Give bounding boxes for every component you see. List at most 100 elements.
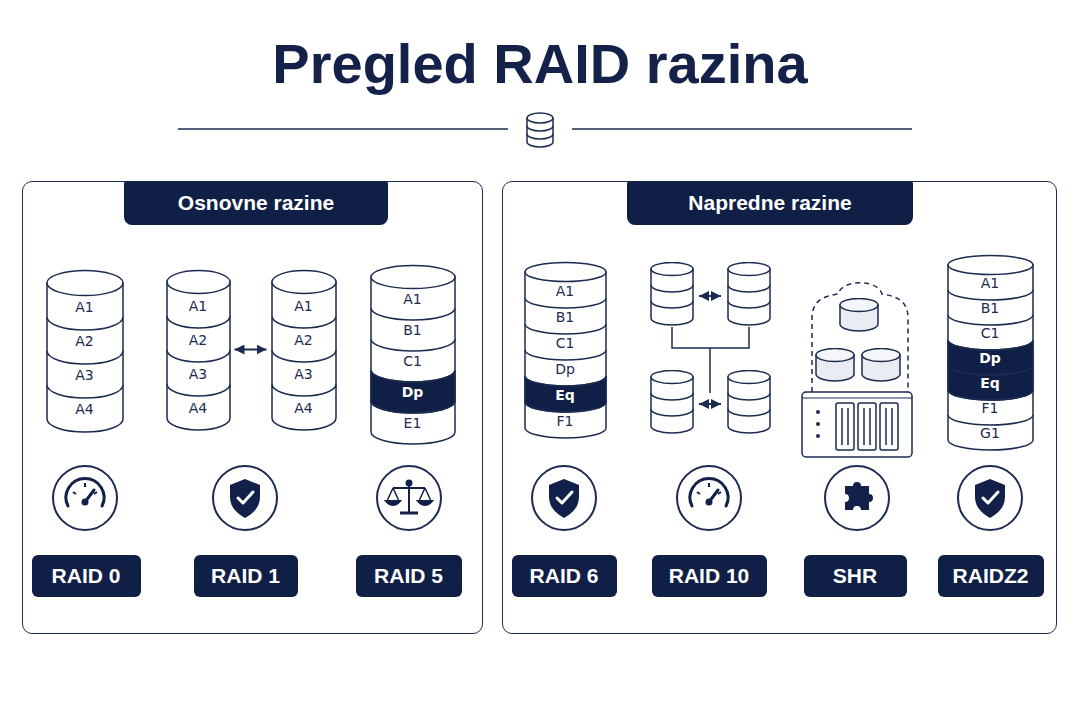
disk-icon <box>651 371 693 434</box>
panel-heading-tab: Osnovne razine <box>124 181 388 225</box>
puzzle-piece <box>845 482 873 510</box>
disk-band-line <box>371 370 455 382</box>
disk-body <box>167 282 230 430</box>
disk-stack: A1B1C1DpEqF1G1 <box>947 255 1034 450</box>
icon-circle <box>825 466 889 530</box>
disk-block-label: C1 <box>370 352 456 370</box>
icon-circle <box>532 466 596 530</box>
disk-block-label: A3 <box>166 365 231 383</box>
disk-top <box>167 270 230 293</box>
disk-block-label: G1 <box>947 424 1034 442</box>
disk-block-label: B1 <box>524 308 607 326</box>
disk-band-line <box>272 316 336 328</box>
shield-icon <box>230 479 260 518</box>
disk-top <box>47 270 123 295</box>
check-mark <box>238 492 253 503</box>
disk-block-label: A1 <box>271 297 337 315</box>
gauge-hub <box>82 499 89 506</box>
raid-level-name: RAID 0 <box>52 564 121 588</box>
disk-band-line <box>47 317 123 330</box>
disk-body <box>272 282 336 430</box>
dashed-pool-outline <box>812 283 908 392</box>
level-group-panel: Napredne razineA1B1C1DpEqF1A1B1C1DpEqF1G… <box>502 181 1057 634</box>
disk-block-label: A4 <box>271 399 337 417</box>
parity-band <box>371 370 455 413</box>
icon-circle <box>377 466 441 530</box>
raid-level-name: RAIDZ2 <box>953 564 1029 588</box>
raid-level-label: RAID 0 <box>32 555 141 597</box>
parity-band <box>948 340 1033 375</box>
divider-line <box>178 128 508 130</box>
drive-bay <box>858 403 876 450</box>
disk-band-line <box>371 339 455 351</box>
disk-block-label: Dp <box>947 349 1034 367</box>
gauge-hub <box>706 499 713 506</box>
title-divider <box>178 113 912 147</box>
disk-band-line <box>167 384 230 396</box>
shield-icon <box>549 479 579 518</box>
raid-level-name: RAID 1 <box>211 564 280 588</box>
disk-block-label: A1 <box>947 274 1034 292</box>
disk-band-line <box>47 385 123 398</box>
nas-led <box>816 410 820 414</box>
scale-strings <box>387 488 431 501</box>
disk-band-line <box>167 316 230 328</box>
disk-stack: A1A2A3A4 <box>271 270 337 430</box>
raid-level-label: RAID 6 <box>512 555 617 597</box>
shr-illustration <box>802 283 912 457</box>
balance-scale-icon <box>386 481 432 514</box>
database-icon-top <box>527 113 553 123</box>
mirror-arrow <box>235 349 267 351</box>
disk-block-label: A4 <box>46 400 124 418</box>
disk-block-label: A2 <box>166 331 231 349</box>
mirror-arrow <box>699 295 721 297</box>
disk-stack: A1B1C1DpE1 <box>370 265 456 444</box>
disk-band-line <box>167 350 230 362</box>
raid10-illustration <box>651 263 770 434</box>
icon-circle <box>53 466 117 530</box>
icon-circle <box>213 466 277 530</box>
drive-bay <box>880 403 898 450</box>
shield-shape <box>975 479 1005 518</box>
speed-gauge-icon <box>66 479 104 506</box>
disk-stack: A1A2A3A4 <box>166 270 231 430</box>
disk-band-line <box>525 376 606 386</box>
disk-top <box>272 270 336 293</box>
raid-level-label: SHR <box>804 555 907 597</box>
raid-level-label: RAIDZ2 <box>938 555 1044 597</box>
divider-line <box>572 128 912 130</box>
nas-lip <box>802 398 912 399</box>
disk-body <box>525 272 606 438</box>
parity-band <box>525 376 606 412</box>
nas-led <box>816 422 820 426</box>
icon-circle <box>958 466 1022 530</box>
scale-beam <box>393 487 425 489</box>
disk-block-label: B1 <box>947 299 1034 317</box>
puzzle-icon <box>845 482 873 510</box>
disk-block-label: B1 <box>370 321 456 339</box>
disk-band-line <box>371 308 455 320</box>
drive-bay-slats <box>842 408 892 445</box>
speed-gauge-icon <box>690 479 728 506</box>
gauge-arc <box>66 479 104 506</box>
disk-icon <box>862 349 900 382</box>
disk-block-label: A3 <box>46 366 124 384</box>
disk-band-line <box>47 351 123 364</box>
shield-icon <box>975 479 1005 518</box>
disk-block-label: A1 <box>166 297 231 315</box>
database-icon-band <box>527 126 553 139</box>
check-mark <box>983 492 998 503</box>
disk-icon <box>728 371 770 434</box>
disk-block-label: A1 <box>524 282 607 300</box>
disk-icon <box>651 263 693 326</box>
disk-top <box>948 255 1033 274</box>
disk-band-line <box>525 350 606 360</box>
disk-block-label: A2 <box>271 331 337 349</box>
disk-band-line <box>525 402 606 412</box>
shield-shape <box>230 479 260 518</box>
disk-block-label: Eq <box>524 386 607 404</box>
raid-level-name: RAID 10 <box>669 564 750 588</box>
diagram-title: Pregled RAID razina <box>0 28 1080 100</box>
raid-level-name: SHR <box>833 564 877 588</box>
